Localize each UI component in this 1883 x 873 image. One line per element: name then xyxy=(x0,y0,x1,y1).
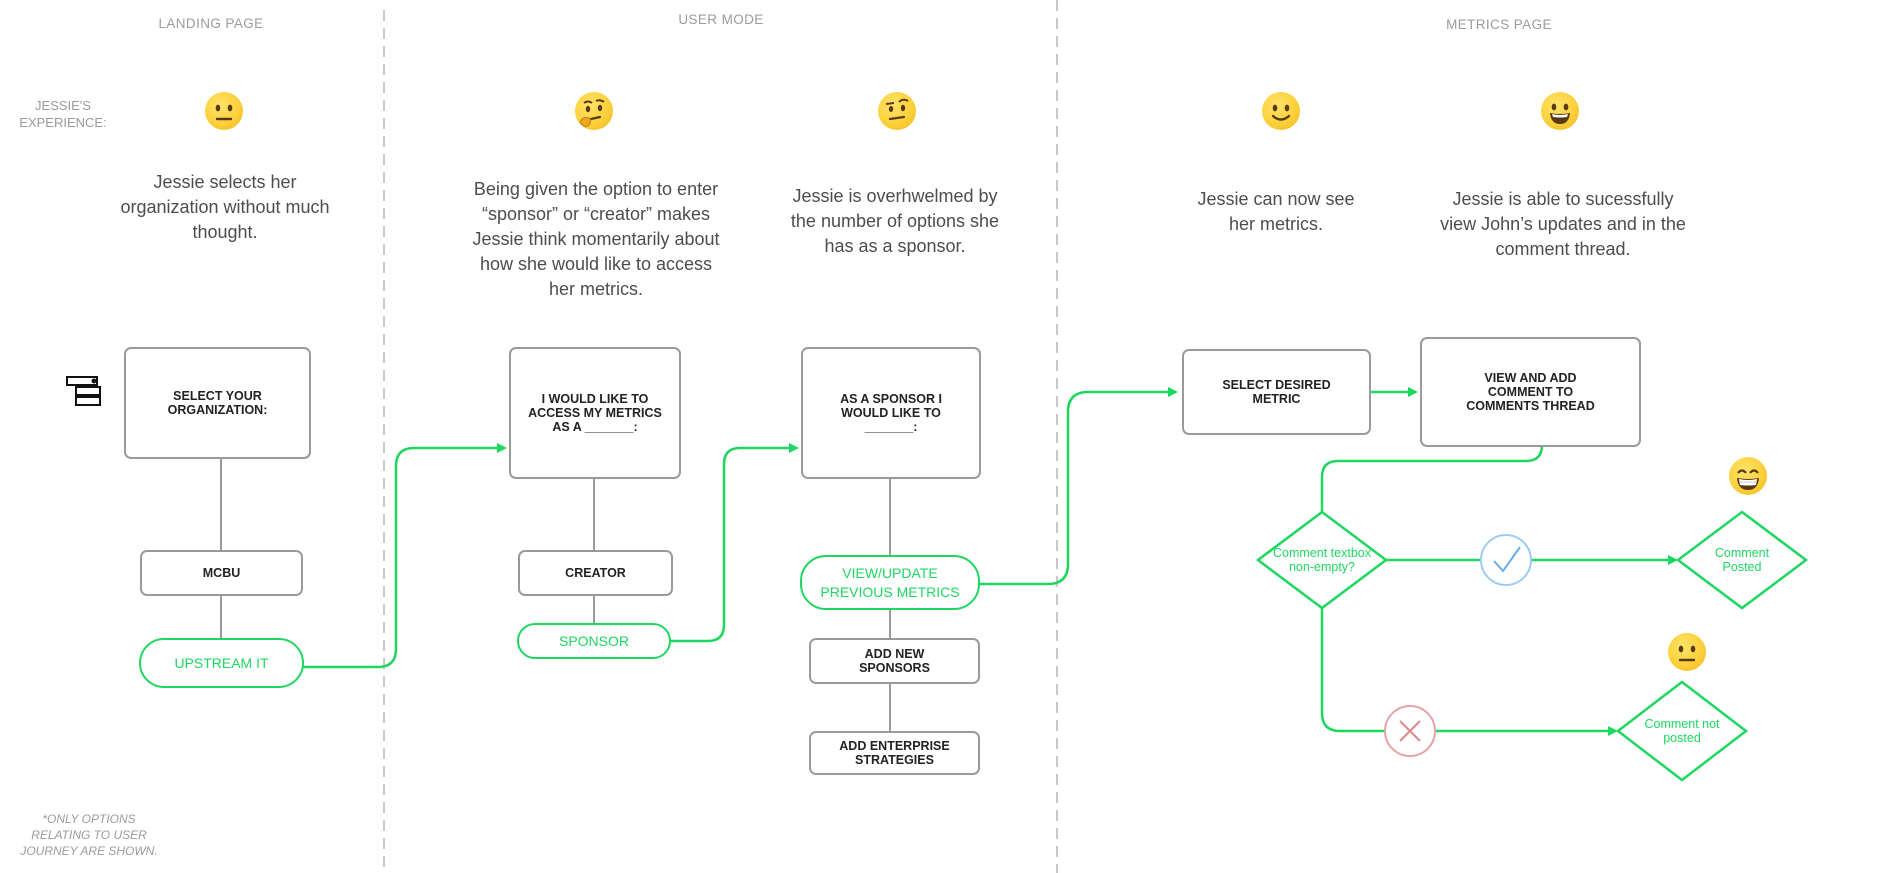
caption-comments: Jessie is able to sucessfully view John’… xyxy=(1440,189,1686,259)
slightly-smiling-face-icon xyxy=(1262,92,1300,130)
select-organization-box: SELECT YOUR ORGANIZATION: xyxy=(124,347,311,459)
view-add-comment-box[interactable]: VIEW AND ADD COMMENT TO COMMENTS THREAD xyxy=(1420,337,1641,447)
outcome-not-posted-diamond xyxy=(1615,680,1749,782)
yes-badge xyxy=(1480,534,1532,586)
outcome-posted-diamond xyxy=(1675,510,1809,610)
access-metrics-as-box: I WOULD LIKE TO ACCESS MY METRICS AS A _… xyxy=(509,347,681,479)
caption-landing: Jessie selects her organization without … xyxy=(120,172,330,242)
beaming-face-icon xyxy=(1729,457,1767,495)
raised-eyebrow-face-icon xyxy=(878,92,916,130)
grinning-face-icon xyxy=(1541,92,1579,130)
caption-sponsor: Jessie is overhwelmed by the number of o… xyxy=(790,186,1000,256)
neutral-face-icon xyxy=(1668,633,1706,671)
experience-label: JESSIE'S EXPERIENCE: xyxy=(19,98,107,130)
section-title-landing: LANDING PAGE xyxy=(158,16,264,31)
caption-access: Being given the option to enter “sponsor… xyxy=(472,179,720,299)
creator-option[interactable]: CREATOR xyxy=(518,550,673,596)
flow-sponsor-to-options xyxy=(670,443,799,643)
flow-comment-to-decision xyxy=(1320,444,1544,512)
section-title-user-mode: USER MODE xyxy=(678,12,764,27)
mcbu-option[interactable]: MCBU xyxy=(140,550,303,596)
cross-icon xyxy=(1399,720,1421,742)
select-desired-metric-box[interactable]: SELECT DESIRED METRIC xyxy=(1182,349,1371,435)
caption-metric: Jessie can now see her metrics. xyxy=(1197,189,1355,234)
sponsor-actions-box: AS A SPONSOR I WOULD LIKE TO _______: xyxy=(801,347,981,479)
decision-textbox-label: Comment textbox non-empty? xyxy=(1273,546,1371,574)
section-title-metrics: METRICS PAGE xyxy=(1446,17,1552,32)
add-new-sponsors-option[interactable]: ADD NEW SPONSORS xyxy=(809,638,980,684)
neutral-face-icon xyxy=(205,92,243,130)
decision-textbox-diamond xyxy=(1255,510,1389,610)
view-update-metrics-option[interactable]: VIEW/UPDATE PREVIOUS METRICS xyxy=(800,555,980,610)
sponsor-option[interactable]: SPONSOR xyxy=(517,623,671,659)
thinking-face-icon xyxy=(575,92,613,130)
flow-no-branch xyxy=(1320,608,1616,731)
footnote: *ONLY OPTIONS RELATING TO USER JOURNEY A… xyxy=(20,812,158,858)
stack-icon xyxy=(66,376,101,406)
upstream-it-option[interactable]: UPSTREAM IT xyxy=(139,638,304,688)
add-enterprise-strategies-option[interactable]: ADD ENTERPRISE STRATEGIES xyxy=(809,731,980,775)
checkmark-icon xyxy=(1493,546,1521,573)
outcome-not-posted-label: Comment not posted xyxy=(1644,717,1720,745)
flow-upstream-to-access xyxy=(302,443,507,669)
flow-view-to-metric xyxy=(979,387,1178,586)
outcome-posted-label: Comment Posted xyxy=(1714,546,1770,574)
